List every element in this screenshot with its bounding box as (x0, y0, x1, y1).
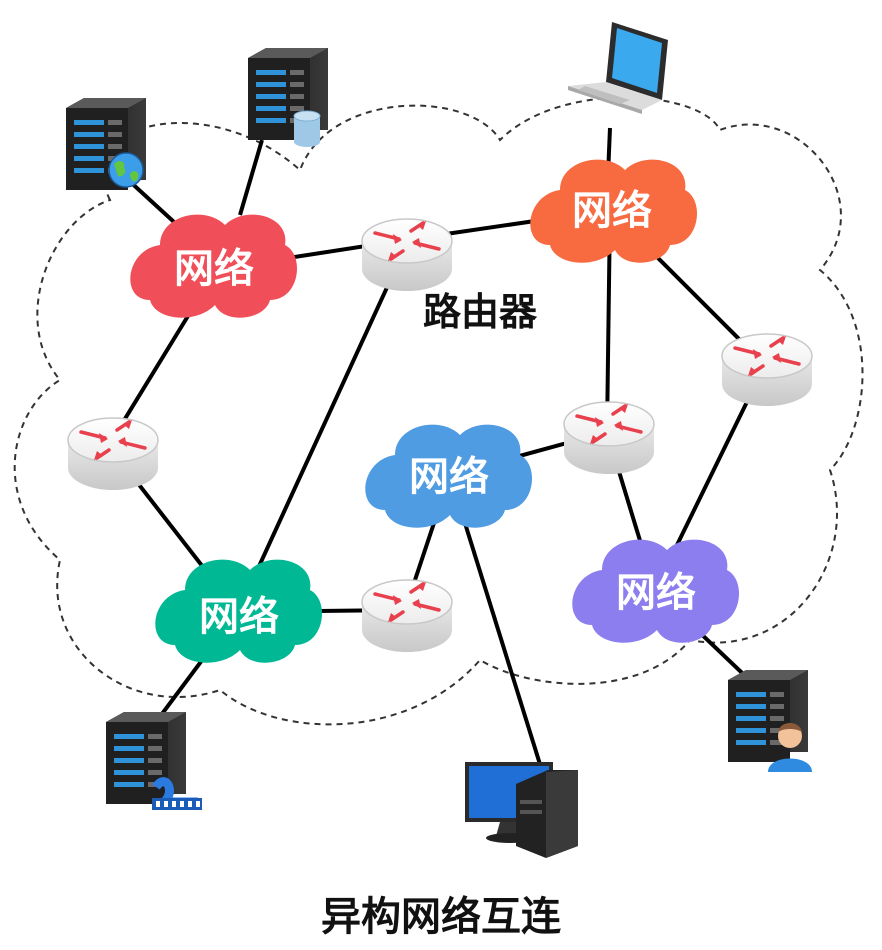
network-cloud-orange: 网络 (530, 159, 697, 263)
desktop-computer (465, 762, 578, 858)
router-left (66, 416, 160, 492)
network-cloud-red: 网络 (130, 214, 297, 318)
user-icon (768, 723, 812, 772)
film-icon (151, 777, 202, 810)
database-server (248, 48, 328, 147)
router-right-middle (562, 400, 656, 476)
web-server (66, 98, 146, 190)
network-cloud-blue: 网络 (365, 424, 532, 528)
network-label: 网络 (572, 188, 652, 234)
database-icon (293, 110, 321, 147)
router-right-top (720, 332, 814, 408)
router-label: 路由器 (423, 290, 538, 334)
globe-icon (108, 152, 144, 188)
video-server (106, 712, 202, 810)
laptop (568, 22, 668, 114)
diagram-title: 异构网络互连 (321, 894, 562, 940)
network-label: 网络 (199, 594, 279, 640)
network-label: 网络 (174, 246, 254, 292)
router-center-bottom (360, 578, 454, 654)
router-top (360, 217, 454, 293)
network-label: 网络 (616, 570, 696, 616)
network-cloud-purple: 网络 (572, 539, 739, 643)
user-server (728, 670, 812, 772)
network-label: 网络 (409, 454, 489, 500)
network-cloud-teal: 网络 (155, 559, 322, 663)
internet-cloud-outline (13, 96, 864, 726)
